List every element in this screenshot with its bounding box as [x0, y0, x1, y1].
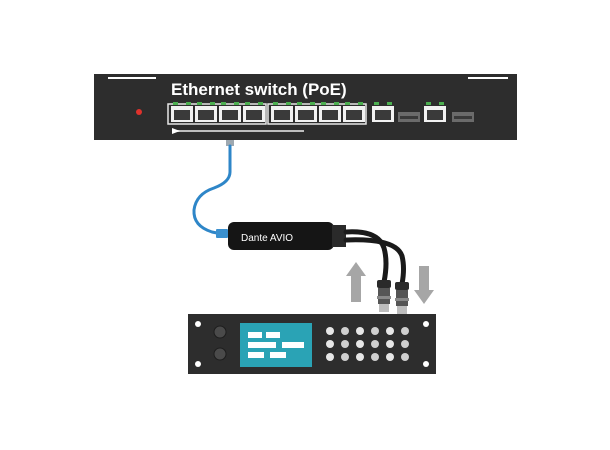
- rack-screw: [195, 321, 201, 327]
- device-button: [341, 353, 349, 361]
- poe-port: [343, 102, 365, 122]
- rack-screw: [423, 361, 429, 367]
- poe-port: [319, 102, 341, 122]
- device-button: [386, 353, 394, 361]
- sfp-slot: [452, 112, 474, 122]
- device-button-grid: [326, 327, 409, 361]
- sfp-slot: [398, 112, 420, 122]
- xlr-cable-right: [343, 237, 406, 287]
- port-group-outline: [167, 103, 267, 125]
- knob-icon: [213, 347, 227, 361]
- display-segment: [266, 332, 280, 338]
- poe-port: [271, 102, 293, 122]
- poe-port: [295, 102, 317, 122]
- device-button: [401, 340, 409, 348]
- xlr-cable-left: [343, 229, 389, 285]
- ethernet-switch: Ethernet switch (PoE): [94, 74, 517, 140]
- switch-title: Ethernet switch (PoE): [171, 80, 347, 99]
- cable-plug-top: [226, 140, 234, 146]
- power-led: [136, 109, 142, 115]
- arrow-up-icon: [346, 262, 366, 302]
- device-button: [326, 340, 334, 348]
- display-segment: [270, 352, 286, 358]
- xlr-plug-right: [395, 282, 409, 314]
- device-button: [341, 340, 349, 348]
- xlr-plug-left: [377, 280, 391, 312]
- adapter-body: [228, 222, 334, 250]
- device-button: [386, 327, 394, 335]
- adapter-label: Dante AVIO: [241, 233, 293, 244]
- dante-avio-adapter: Dante AVIO: [228, 222, 409, 314]
- device-button: [356, 353, 364, 361]
- device-button: [386, 340, 394, 348]
- port-group-outline: [267, 103, 367, 125]
- poe-port: [171, 102, 193, 122]
- device-button: [401, 327, 409, 335]
- device-button: [356, 327, 364, 335]
- device-button: [371, 353, 379, 361]
- display-segment: [248, 352, 264, 358]
- device-button: [371, 340, 379, 348]
- display-segment: [282, 342, 304, 348]
- device-button: [341, 327, 349, 335]
- poe-port: [243, 102, 265, 122]
- rack-screw: [423, 321, 429, 327]
- switch-ports: [171, 102, 474, 122]
- device-button: [326, 353, 334, 361]
- uplink-port: [372, 102, 394, 122]
- device-button: [371, 327, 379, 335]
- adapter-cable-boot: [332, 225, 346, 247]
- audio-device: [188, 314, 436, 374]
- device-button: [401, 353, 409, 361]
- switch-strip-marker: [172, 128, 180, 134]
- display-segment: [248, 342, 276, 348]
- device-button: [326, 327, 334, 335]
- device-button: [356, 340, 364, 348]
- uplink-port: [424, 102, 446, 122]
- arrow-down-icon: [414, 266, 434, 304]
- poe-port: [195, 102, 217, 122]
- poe-port: [219, 102, 241, 122]
- display-segment: [248, 332, 262, 338]
- cable-line: [192, 144, 232, 236]
- network-cable: [192, 140, 234, 238]
- knob-icon: [213, 325, 227, 339]
- cable-plug-bottom: [216, 229, 228, 238]
- rack-screw: [195, 361, 201, 367]
